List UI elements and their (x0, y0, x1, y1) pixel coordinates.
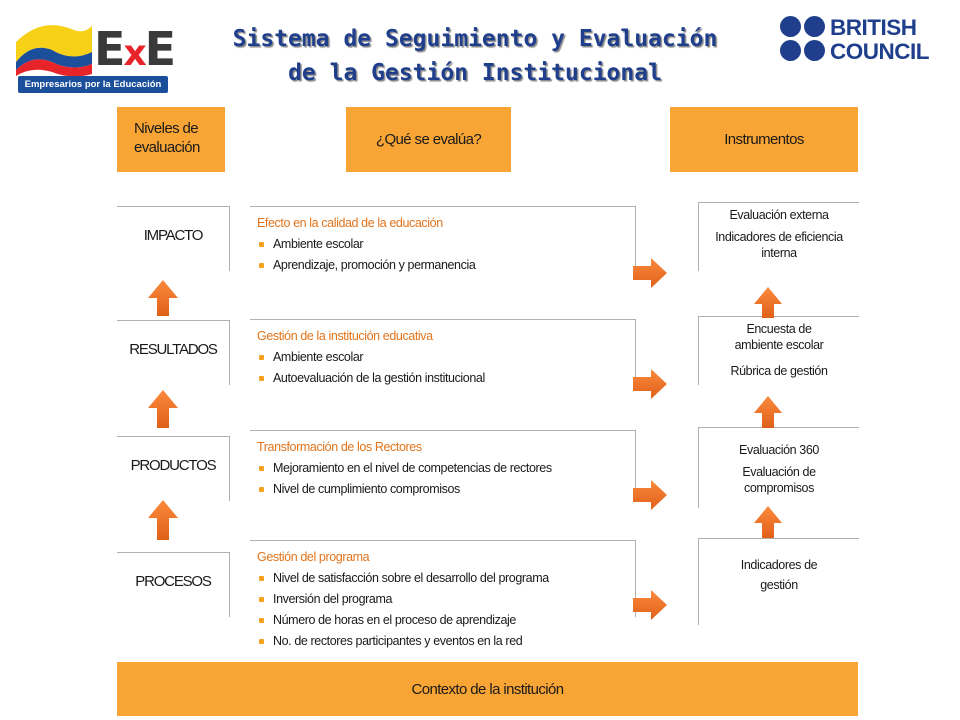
instrument-item: Indicadores de gestión (740, 558, 818, 592)
logo-dot-icon (780, 40, 801, 61)
instrument-item: Evaluación externa (729, 208, 829, 222)
page-title: Sistema de Seguimiento y Evaluación de l… (175, 22, 775, 90)
list-item: Autoevaluación de la gestión institucion… (258, 368, 635, 389)
logo-dot-icon (804, 16, 825, 37)
header-what-label: ¿Qué se evalúa? (375, 131, 482, 148)
instrument-item: Evaluación 360 (739, 443, 819, 457)
what-heading: Transformación de los Rectores (257, 440, 422, 454)
instruments-impacto: Evaluación externa Indicadores de eficie… (698, 202, 859, 271)
what-resultados: Gestión de la institución educativa Ambi… (250, 319, 636, 390)
arrow-up-icon (148, 500, 178, 540)
header-instruments-label: Instrumentos (724, 131, 804, 148)
instrument-item: Encuesta de ambiente escolar (734, 322, 824, 352)
instrument-item: Evaluación de compromisos (742, 465, 816, 495)
what-list: Ambiente escolar Aprendizaje, promoción … (250, 234, 635, 276)
list-item: Aprendizaje, promoción y permanencia (258, 255, 635, 276)
instruments-resultados: Encuesta de ambiente escolar Rúbrica de … (698, 316, 859, 385)
arrow-up-icon (754, 506, 782, 538)
british-council-logo: BRITISH COUNCIL (778, 14, 953, 70)
arrow-up-icon (754, 287, 782, 318)
arrow-up-icon (148, 390, 178, 428)
british-council-line-2: COUNCIL (830, 39, 930, 64)
header-instruments: Instrumentos (670, 107, 858, 172)
colombia-flag-wave-icon (16, 25, 92, 77)
level-label: RESULTADOS (129, 341, 218, 358)
level-resultados: RESULTADOS (117, 320, 230, 385)
what-heading: Gestión de la institución educativa (257, 329, 433, 343)
what-list: Mejoramiento en el nivel de competencias… (250, 458, 635, 500)
list-item: Mejoramiento en el nivel de competencias… (258, 458, 635, 479)
arrow-up-icon (754, 396, 782, 428)
exe-logo: ExE Empresarios por la Educación (12, 12, 176, 93)
level-label: PRODUCTOS (130, 457, 217, 474)
context-label: Contexto de la institución (411, 680, 564, 698)
header-levels: Niveles de evaluación (117, 107, 225, 172)
exe-tagline: Empresarios por la Educación (18, 76, 168, 93)
level-label: IMPACTO (143, 227, 204, 244)
title-line-2: de la Gestión Institucional (288, 60, 662, 86)
list-item: No. de rectores participantes y eventos … (258, 631, 635, 652)
exe-logo-text: ExE (94, 22, 176, 76)
instruments-procesos: Indicadores de gestión (698, 538, 859, 625)
arrow-right-icon (633, 258, 667, 288)
level-procesos: PROCESOS (117, 552, 230, 617)
list-item: Ambiente escolar (258, 347, 635, 368)
context-bar: Contexto de la institución (117, 662, 858, 716)
what-heading: Gestión del programa (257, 550, 370, 564)
arrow-right-icon (633, 369, 667, 399)
arrow-right-icon (633, 480, 667, 510)
logo-dot-icon (780, 16, 801, 37)
british-council-line-1: BRITISH (830, 15, 917, 40)
what-list: Nivel de satisfacción sobre el desarroll… (250, 568, 635, 652)
british-council-text: BRITISH COUNCIL (830, 15, 930, 64)
instruments-productos: Evaluación 360 Evaluación de compromisos (698, 427, 859, 508)
instrument-item: Indicadores de eficiencia interna (715, 230, 843, 260)
what-heading: Efecto en la calidad de la educación (257, 216, 443, 230)
arrow-right-icon (633, 590, 667, 620)
level-impacto: IMPACTO (117, 206, 230, 271)
list-item: Número de horas en el proceso de aprendi… (258, 610, 635, 631)
level-label: PROCESOS (135, 573, 212, 590)
level-productos: PRODUCTOS (117, 436, 230, 501)
header-what: ¿Qué se evalúa? (346, 107, 511, 172)
list-item: Inversión del programa (258, 589, 635, 610)
what-impacto: Efecto en la calidad de la educación Amb… (250, 206, 636, 277)
list-item: Nivel de satisfacción sobre el desarroll… (258, 568, 635, 589)
what-procesos: Gestión del programa Nivel de satisfacci… (250, 540, 636, 648)
list-item: Ambiente escolar (258, 234, 635, 255)
arrow-up-icon (148, 280, 178, 316)
header-levels-label: Niveles de evaluación (134, 120, 200, 156)
title-line-1: Sistema de Seguimiento y Evaluación (232, 26, 718, 52)
list-item: Nivel de cumplimiento compromisos (258, 479, 635, 500)
what-productos: Transformación de los Rectores Mejoramie… (250, 430, 636, 501)
logo-dot-icon (804, 40, 825, 61)
instrument-item: Rúbrica de gestión (730, 364, 828, 378)
what-list: Ambiente escolar Autoevaluación de la ge… (250, 347, 635, 389)
